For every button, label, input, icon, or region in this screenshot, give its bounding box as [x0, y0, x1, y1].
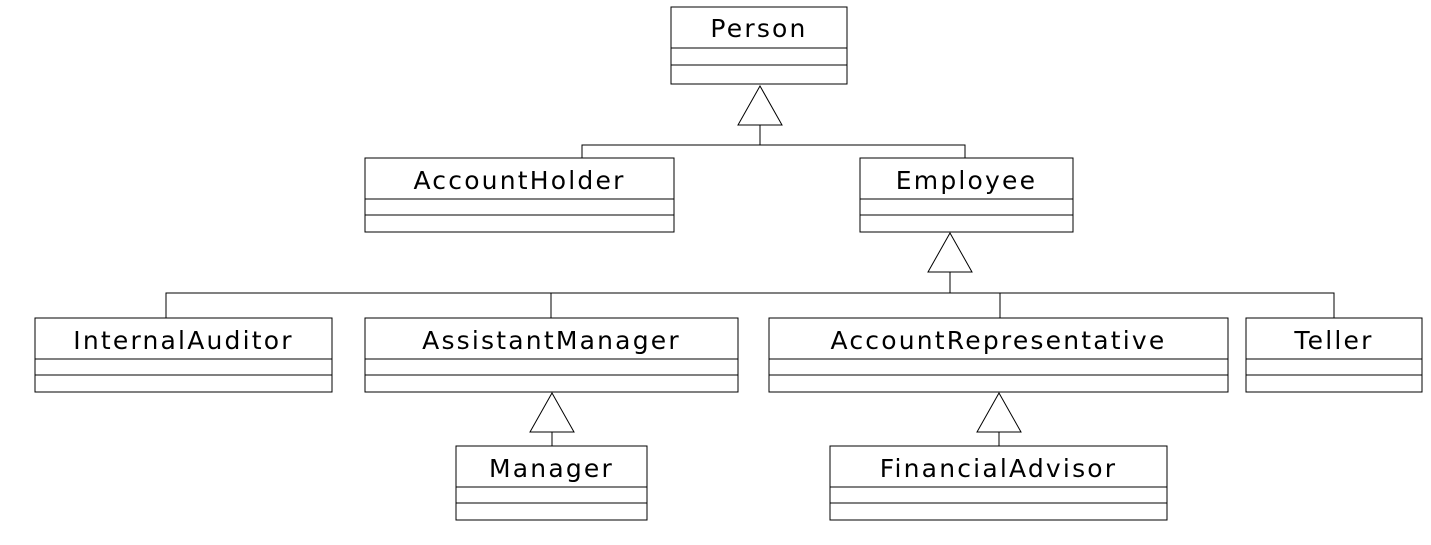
- class-name-employee: Employee: [896, 166, 1037, 195]
- class-name-teller: Teller: [1293, 326, 1373, 355]
- class-name-financialadvisor: FinancialAdvisor: [880, 454, 1118, 483]
- class-assistantmanager[interactable]: AssistantManager: [364, 317, 739, 393]
- class-teller[interactable]: Teller: [1245, 317, 1423, 393]
- generalization-arrow-employee: [927, 231, 973, 273]
- connector-internalauditor-to-employee: [165, 272, 951, 318]
- generalization-arrow-assistantmanager: [529, 391, 575, 433]
- generalization-arrow-accountrepresentative: [976, 391, 1022, 433]
- class-name-internalauditor: InternalAuditor: [73, 326, 294, 355]
- generalization-arrow-person: [737, 84, 783, 126]
- class-name-manager: Manager: [489, 454, 614, 483]
- connector-accountholder-to-person: [581, 125, 761, 158]
- class-employee[interactable]: Employee: [859, 157, 1074, 233]
- class-name-accountholder: AccountHolder: [413, 166, 625, 195]
- class-name-person: Person: [710, 14, 807, 43]
- inheritance-accountrepresentative: [976, 391, 1022, 446]
- inheritance-assistantmanager: [529, 391, 575, 446]
- class-internalauditor[interactable]: InternalAuditor: [34, 317, 333, 393]
- inheritance-employee: [165, 231, 1335, 318]
- class-accountrepresentative[interactable]: AccountRepresentative: [768, 317, 1229, 393]
- inheritance-person: [581, 84, 966, 158]
- class-name-accountrepresentative: AccountRepresentative: [830, 326, 1166, 355]
- connector-employee-to-person: [760, 144, 966, 158]
- class-name-assistantmanager: AssistantManager: [422, 326, 681, 355]
- class-manager[interactable]: Manager: [455, 445, 648, 521]
- connector-teller-to-employee: [950, 292, 1335, 318]
- class-financialadvisor[interactable]: FinancialAdvisor: [829, 445, 1168, 521]
- class-person[interactable]: Person: [670, 6, 848, 85]
- class-accountholder[interactable]: AccountHolder: [364, 157, 675, 233]
